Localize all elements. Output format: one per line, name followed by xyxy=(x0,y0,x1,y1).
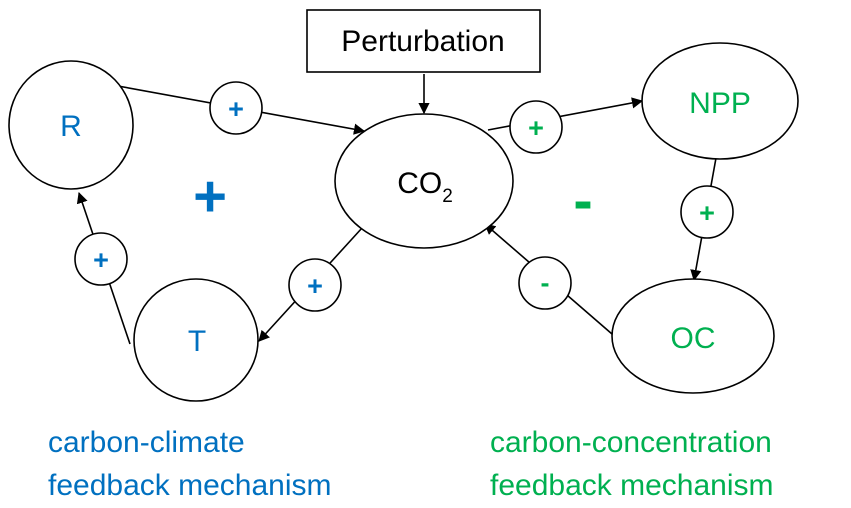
sign-co2-to-npp: + xyxy=(509,100,563,154)
concentration-caption-line1: carbon-concentration xyxy=(490,426,772,459)
co2-label: CO2 xyxy=(397,167,453,207)
concentration-caption-line2: feedback mechanism xyxy=(490,469,774,502)
carbon-concentration-caption: carbon-concentration feedback mechanism xyxy=(490,428,773,501)
sign-r-to-co2: + xyxy=(209,81,263,135)
t-node: T xyxy=(133,278,259,402)
co2-node: CO2 xyxy=(334,113,514,249)
sign-label: + xyxy=(307,271,323,301)
climate-caption-line2: feedback mechanism xyxy=(48,469,332,502)
perturbation-label: Perturbation xyxy=(341,25,504,58)
sign-label: + xyxy=(528,113,544,143)
oc-label: OC xyxy=(671,322,716,355)
npp-label: NPP xyxy=(689,87,751,120)
climate-loop-sign: + xyxy=(193,164,227,229)
r-label: R xyxy=(60,110,82,143)
co2-main: CO xyxy=(397,167,442,200)
concentration-loop-sign: - xyxy=(573,168,592,233)
sign-t-to-r: + xyxy=(74,232,128,286)
co2-subscript: 2 xyxy=(442,186,453,207)
oc-node: OC xyxy=(611,278,775,394)
r-node: R xyxy=(8,60,134,190)
sign-label: - xyxy=(541,268,550,298)
sign-label: + xyxy=(699,198,715,228)
t-label: T xyxy=(188,325,206,358)
climate-caption-line1: carbon-climate xyxy=(48,426,245,459)
sign-label: + xyxy=(228,94,244,124)
sign-co2-to-t: + xyxy=(288,258,342,312)
sign-npp-to-oc: + xyxy=(680,185,734,239)
perturbation-box: Perturbation xyxy=(306,9,541,73)
carbon-climate-caption: carbon-climate feedback mechanism xyxy=(48,428,331,501)
sign-label: + xyxy=(93,245,109,275)
sign-oc-to-co2: - xyxy=(518,256,572,310)
npp-node: NPP xyxy=(641,42,799,160)
